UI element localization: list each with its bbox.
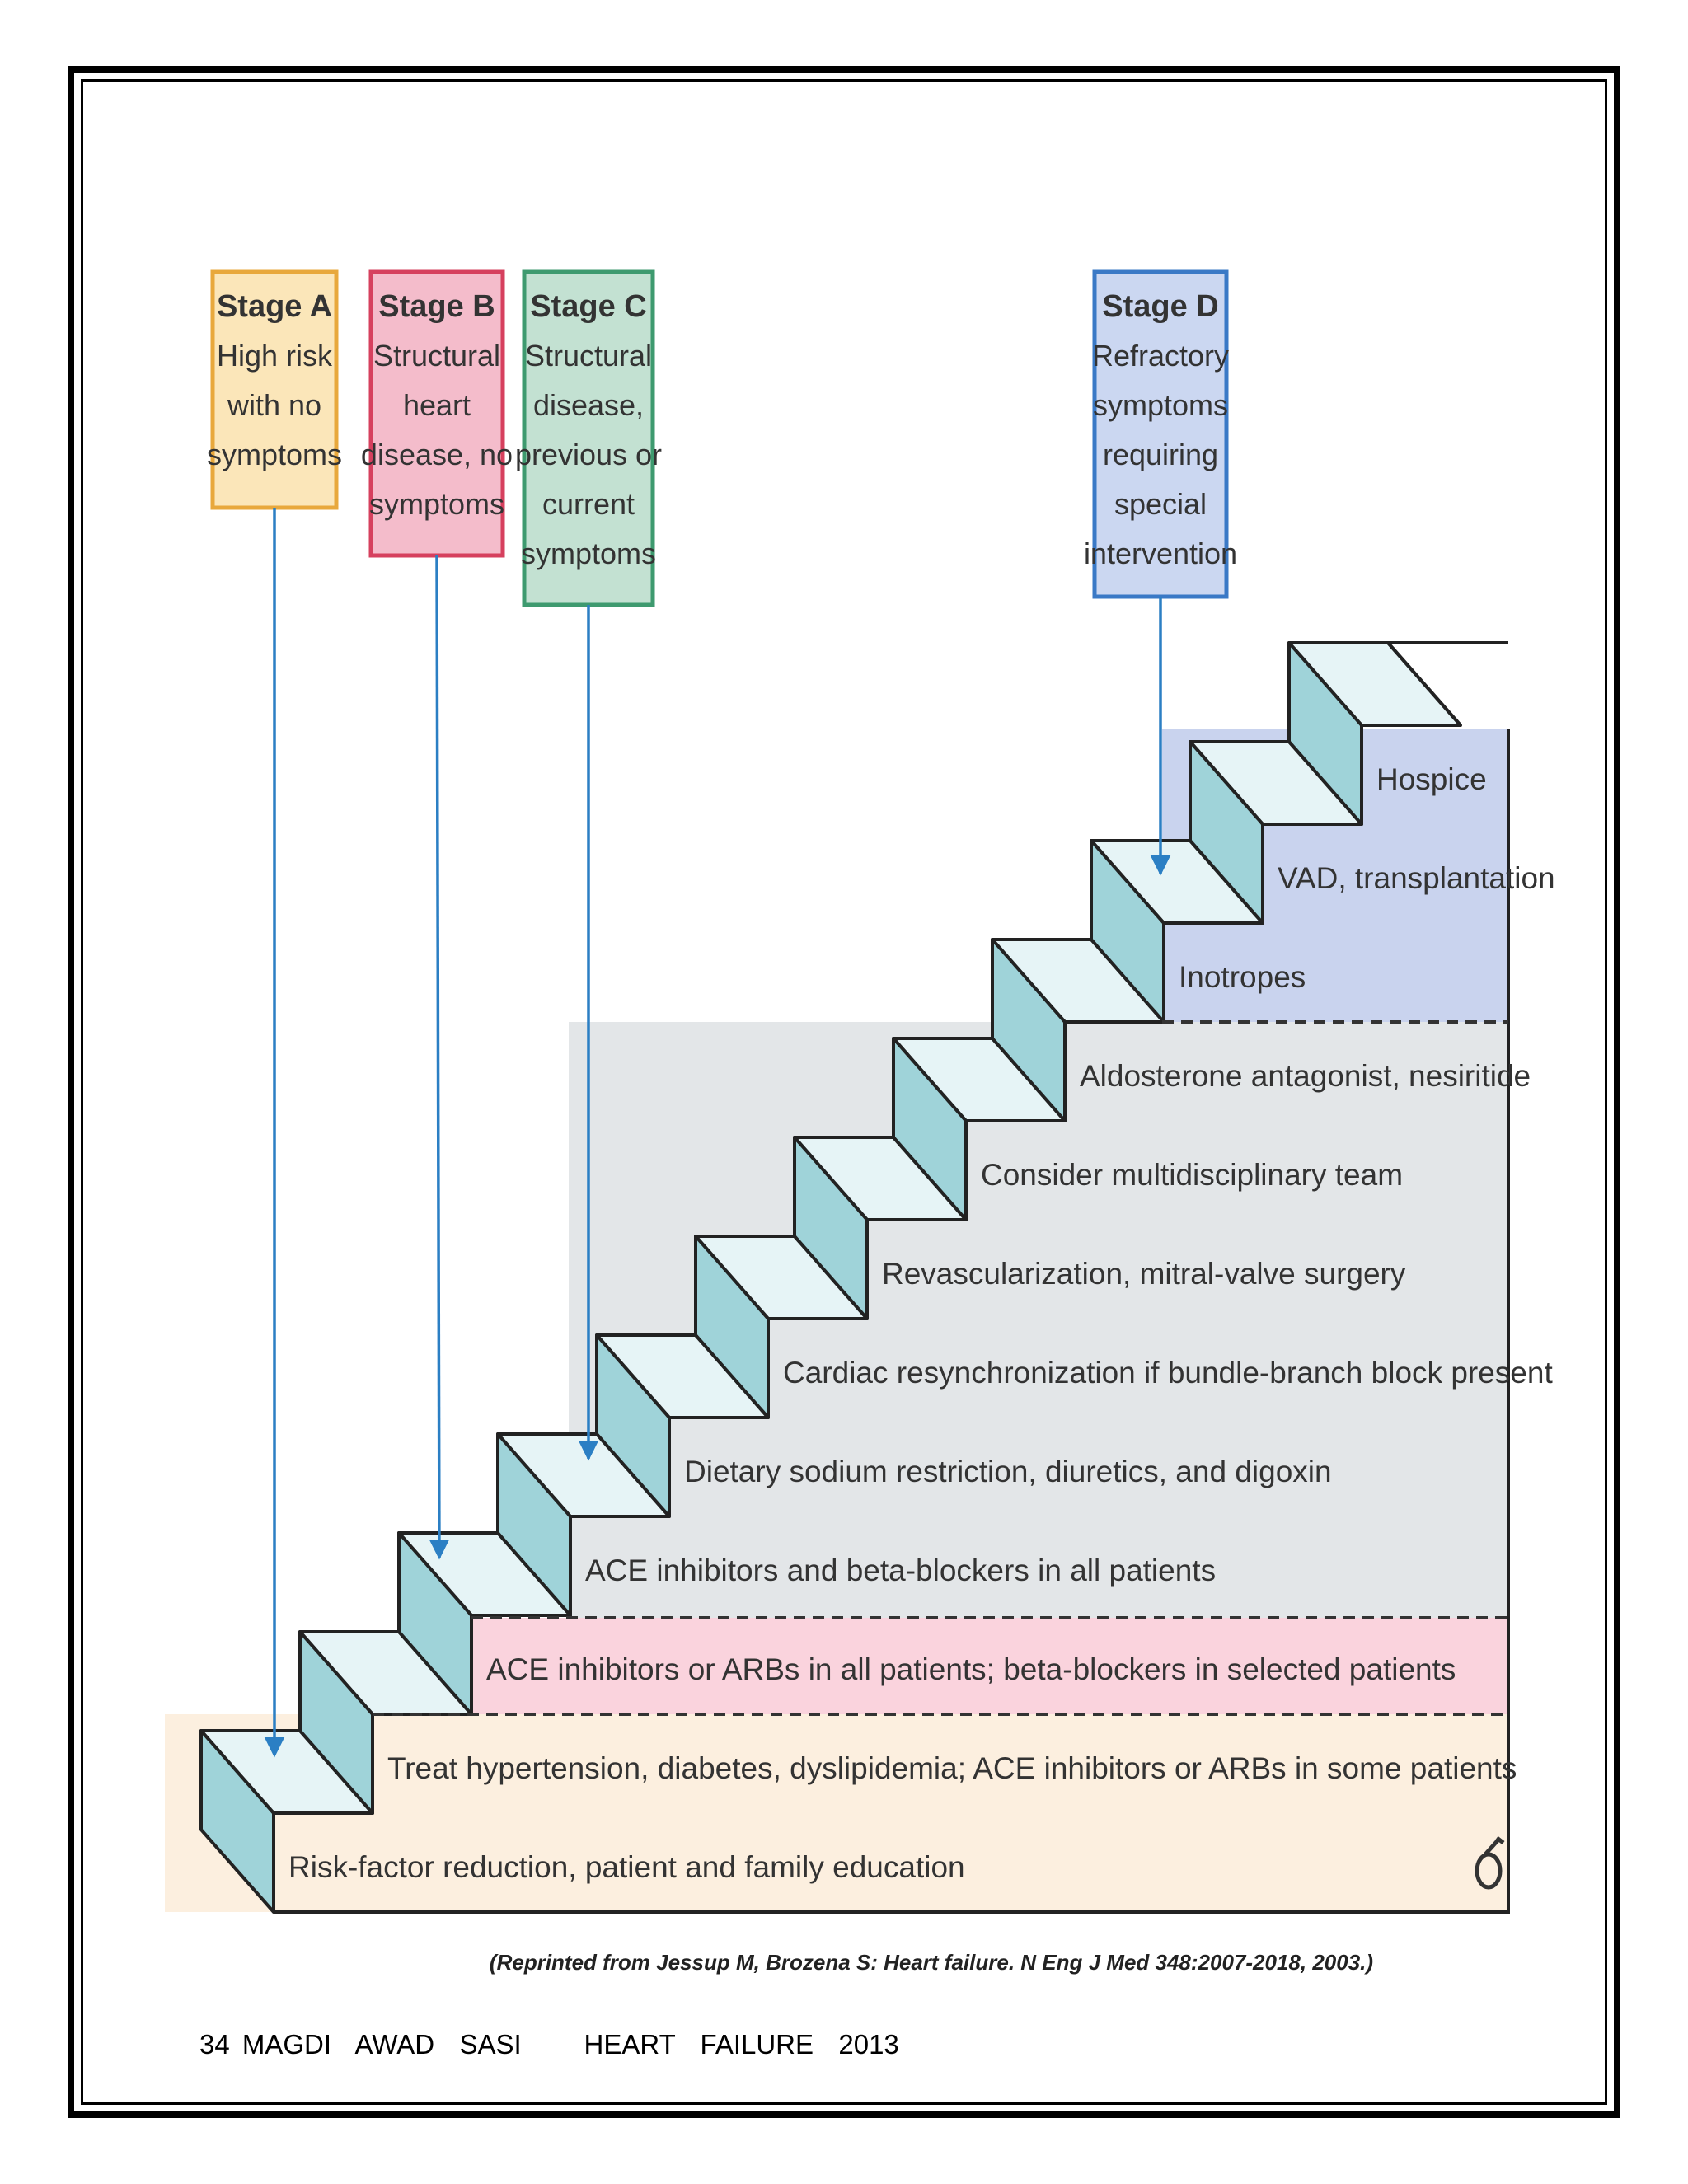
stage-arrow-b — [429, 555, 450, 1560]
band-outline — [274, 729, 1510, 1914]
stage-title: Stage D — [1102, 289, 1218, 324]
stage-arrows — [264, 508, 1171, 1758]
stage-description-line: requiring — [1103, 438, 1218, 471]
band-stage-a — [165, 1714, 1508, 1912]
treatment-label: ACE inhibitors and beta-blockers in all … — [585, 1554, 1216, 1587]
stage-description-line: Refractory — [1092, 339, 1229, 373]
treatment-label: Dietary sodium restriction, diuretics, a… — [684, 1455, 1332, 1488]
treatment-label: Cardiac resynchronization if bundle-bran… — [783, 1356, 1553, 1390]
page-border-outer — [68, 66, 1620, 2118]
treatment-labels: Risk-factor reduction, patient and famil… — [288, 762, 1555, 1884]
stage-description-line: previous or — [515, 438, 662, 471]
staircase — [199, 641, 1508, 1914]
stage-description-line: High risk — [217, 339, 333, 373]
stage-box-c: Stage C Structural disease, previous or curr… — [515, 269, 662, 607]
stage-description-line: intervention — [1084, 537, 1237, 570]
stair-step — [694, 1235, 869, 1419]
stage-title: Stage A — [217, 289, 332, 324]
stage-description-line: heart — [403, 388, 471, 422]
stage-description-line: Structural — [373, 339, 500, 373]
band-stage-b — [471, 1618, 1508, 1714]
citation: (Reprinted from Jessup M, Brozena S: Hea… — [490, 1950, 1373, 1975]
treatment-label: Risk-factor reduction, patient and famil… — [288, 1850, 965, 1884]
stage-box-d: Stage D Refractory symptoms requiring specia… — [1084, 269, 1237, 599]
treatment-label: Revascularization, mitral-valve surgery — [882, 1257, 1406, 1291]
treatment-label: Aldosterone antagonist, nesiritide — [1080, 1059, 1531, 1093]
stage-description-line: symptoms — [1093, 388, 1228, 422]
stage-title: Stage B — [378, 289, 495, 324]
page-footer: 34 MAGDI AWAD SASI HEART FAILURE 2013 — [199, 2029, 899, 2060]
stair-step — [892, 1037, 1067, 1221]
stage-description-line: disease, no — [361, 438, 513, 471]
treatment-label: VAD, transplantation — [1278, 861, 1555, 895]
publisher-logo — [1475, 1836, 1505, 1890]
treatment-label: Hospice — [1376, 762, 1487, 796]
stage-description-line: symptoms — [369, 487, 504, 521]
treatment-label: Inotropes — [1179, 960, 1306, 994]
stage-title: Stage C — [530, 289, 646, 324]
stage-description-line: symptoms — [207, 438, 342, 471]
stage-description-line: with no — [227, 388, 321, 422]
stage-box-b: Stage B Structural heart disease, no symptom… — [361, 269, 513, 558]
stage-description-line: Structural — [525, 339, 652, 373]
stage-box-a: Stage A High risk with no symptoms — [207, 269, 342, 510]
stage-description-line: special — [1114, 487, 1207, 521]
stage-description-line: symptoms — [521, 537, 656, 570]
stage-description-line: current — [542, 487, 635, 521]
page-border-inner — [81, 79, 1607, 2105]
treatment-label: Consider multidisciplinary team — [981, 1158, 1403, 1192]
stair-step — [496, 1432, 671, 1617]
treatment-label: Treat hypertension, diabetes, dyslipidem… — [387, 1751, 1517, 1785]
treatment-label: ACE inhibitors or ARBs in all patients; … — [486, 1652, 1456, 1686]
stage-description-line: disease, — [533, 388, 644, 422]
